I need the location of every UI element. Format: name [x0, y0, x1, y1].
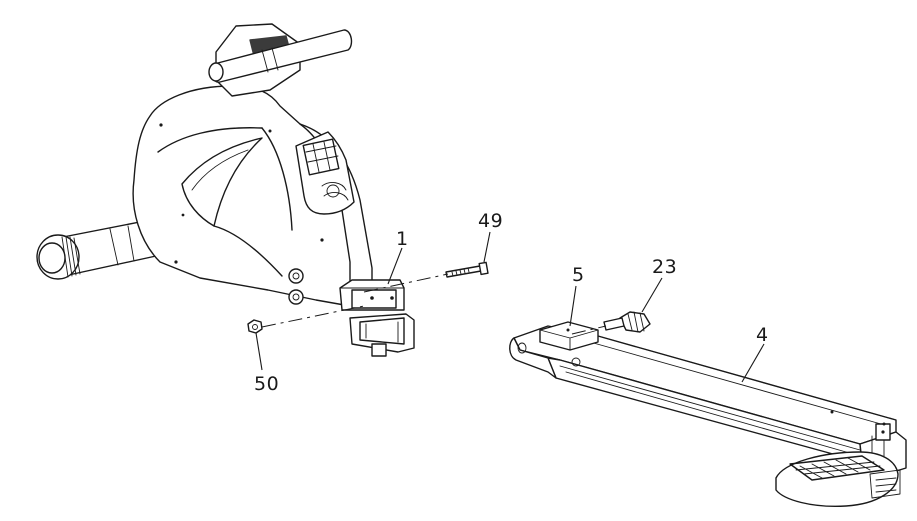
- main-frame-assembly: [36, 23, 415, 357]
- leader-line-5: [569, 285, 577, 327]
- rail-stop-block: [539, 321, 599, 351]
- leader-line-50: [255, 332, 263, 371]
- handlebar: [208, 23, 353, 97]
- slide-rail: [509, 325, 907, 508]
- callout-label-49: 49: [478, 210, 504, 232]
- knob-23: [603, 311, 651, 333]
- rail-mount-bracket: [339, 279, 415, 357]
- leader-line-49: [483, 231, 491, 263]
- leader-line-4: [741, 343, 765, 383]
- callout-label-23: 23: [652, 256, 678, 278]
- callout-label-4: 4: [756, 324, 769, 346]
- callout-label-50: 50: [254, 373, 280, 395]
- bolt-49: [445, 261, 489, 278]
- leader-line-23: [641, 277, 663, 313]
- callout-label-1: 1: [396, 228, 409, 250]
- callout-label-5: 5: [572, 264, 585, 286]
- front-stabilizer-tube: [36, 219, 157, 280]
- main-shroud: [132, 85, 373, 307]
- nut-50: [247, 319, 263, 334]
- leader-line-1: [387, 247, 403, 285]
- assembly-line-nut: [261, 305, 365, 328]
- assembly-line-knob: [571, 325, 607, 335]
